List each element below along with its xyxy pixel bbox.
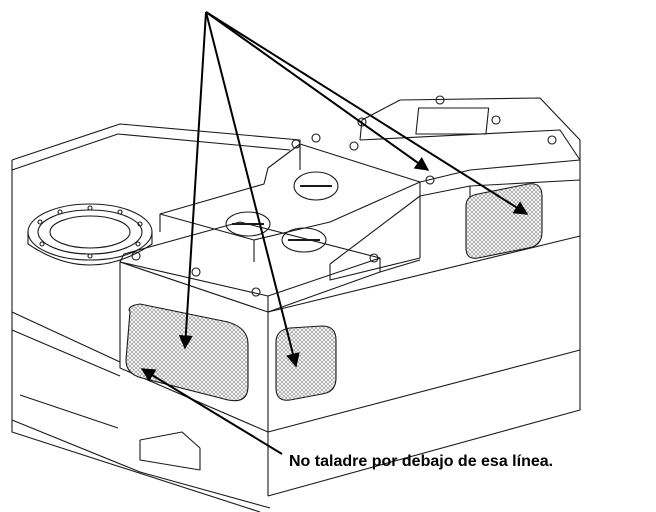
enclosure-body (119, 97, 581, 497)
warning-caption: No taladre por debajo de esa línea. (289, 453, 554, 470)
pointer-arrows (178, 11, 529, 368)
mesh-panel-left (125, 303, 249, 402)
lock-knob (225, 171, 339, 253)
mesh-panel-center (275, 325, 337, 401)
duct-flange (27, 203, 153, 266)
mesh-panel-right (465, 183, 543, 259)
fasteners (131, 95, 557, 297)
baseline-arrow (140, 368, 283, 455)
